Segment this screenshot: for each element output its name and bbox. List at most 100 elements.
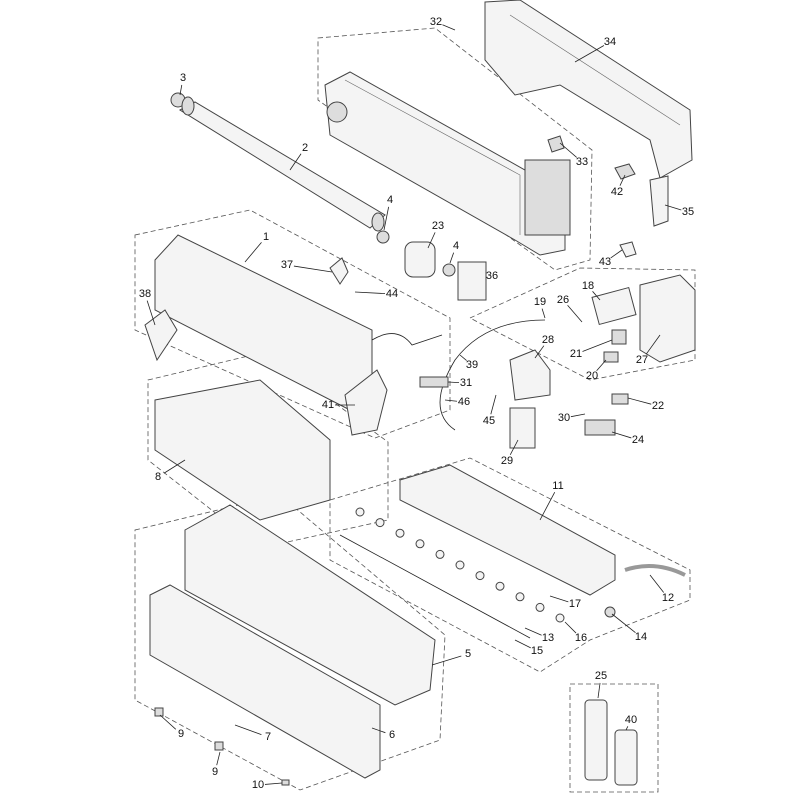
leader-line: [574, 45, 605, 63]
part-label-31: 31: [459, 377, 473, 389]
mounting-plate-part: [484, 0, 693, 179]
leader-line: [216, 751, 221, 766]
louver-blade: [555, 613, 565, 623]
part-label-11: 11: [552, 480, 564, 492]
louver-blade: [355, 507, 365, 517]
leader-line: [354, 291, 386, 295]
leader-line: [549, 595, 569, 603]
sensor-wire-part: [439, 319, 546, 431]
leader-line: [163, 459, 186, 474]
leader-line: [146, 300, 156, 326]
control-box-part: [639, 274, 696, 363]
leader-line: [427, 232, 436, 249]
leader-line: [611, 431, 632, 439]
evaporator-part: [154, 234, 443, 411]
part-label-44: 44: [385, 288, 399, 300]
louver-blade: [495, 581, 505, 591]
leader-line: [234, 724, 262, 735]
leader-line: [534, 345, 545, 359]
screw-part: [281, 779, 290, 786]
leader-line: [570, 413, 586, 418]
remote-group-box: [569, 683, 659, 793]
leader-line: [514, 639, 531, 649]
clip-part: [547, 135, 565, 153]
drain-pan-part: [399, 464, 616, 596]
leader-line: [442, 24, 456, 31]
motor-cover-part: [457, 261, 487, 301]
sensor-part: [419, 376, 449, 388]
part-label-42: 42: [610, 186, 624, 198]
leader-line: [371, 727, 386, 734]
part-label-9b: 9: [211, 766, 219, 778]
leader-line: [645, 334, 661, 355]
part-label-4a: 4: [386, 194, 394, 206]
leader-line: [179, 84, 183, 96]
part-label-39: 39: [465, 359, 479, 371]
coil-end-plate-part: [344, 369, 388, 436]
leader-line: [264, 782, 283, 785]
leader-line: [541, 308, 546, 319]
leader-line: [539, 491, 556, 521]
drain-group-box: [329, 457, 691, 673]
part-label-19: 19: [533, 296, 547, 308]
louver-blade: [415, 539, 425, 549]
leader-line: [444, 399, 458, 402]
part-label-8: 8: [154, 471, 162, 483]
part-label-2: 2: [301, 142, 309, 154]
leader-line: [524, 627, 542, 636]
drain-hose-part: [624, 564, 686, 577]
louver-blade: [435, 549, 445, 559]
pcb-part: [591, 286, 637, 326]
leader-line: [627, 397, 652, 405]
leader-line: [567, 305, 583, 323]
front-frame-part: [184, 504, 436, 706]
chassis-part: [324, 71, 571, 256]
leader-line: [625, 726, 629, 731]
control-box-cover-part: [509, 349, 551, 401]
leader-line: [431, 655, 462, 666]
part-label-23: 23: [431, 220, 445, 232]
part-label-34: 34: [603, 36, 617, 48]
part-label-25: 25: [594, 670, 608, 682]
louver-blade: [475, 571, 485, 581]
relay-part: [603, 351, 619, 363]
louver-blade: [395, 528, 405, 538]
part-label-7: 7: [264, 731, 272, 743]
cross-flow-fan-part: [178, 96, 386, 232]
part-label-10: 10: [251, 779, 265, 791]
leader-line: [582, 339, 613, 352]
leader-line: [244, 242, 262, 263]
part-label-17: 17: [568, 598, 582, 610]
screw-cap-part-2: [214, 741, 224, 751]
pipe-holder-part: [329, 257, 349, 285]
leader-line: [564, 621, 577, 634]
leader-line: [293, 265, 333, 273]
louver-blades-part: [355, 507, 565, 623]
part-label-45: 45: [482, 415, 496, 427]
part-label-16: 16: [574, 632, 588, 644]
leader-line: [596, 359, 607, 371]
part-label-43: 43: [598, 256, 612, 268]
louver-blade: [455, 560, 465, 570]
bushing-part-2: [442, 263, 456, 277]
part-label-3: 3: [179, 72, 187, 84]
front-panel-part: [149, 584, 381, 779]
leader-line: [509, 439, 519, 455]
hook-part: [619, 241, 637, 258]
leader-line: [159, 714, 177, 730]
leader-lines: [146, 24, 682, 785]
part-label-36: 36: [485, 270, 499, 282]
part-label-32: 32: [429, 16, 443, 28]
terminal-block-part: [611, 393, 629, 405]
display-board-part: [584, 419, 616, 436]
part-label-20: 20: [585, 370, 599, 382]
part-label-9a: 9: [177, 728, 185, 740]
coil-side-plate-part: [144, 309, 178, 362]
leader-line: [289, 153, 302, 171]
part-label-18: 18: [581, 280, 595, 292]
link-rod-part: [339, 534, 531, 639]
part-label-4b: 4: [452, 240, 460, 252]
remote-holder-part: [614, 729, 638, 786]
part-label-46: 46: [457, 396, 471, 408]
